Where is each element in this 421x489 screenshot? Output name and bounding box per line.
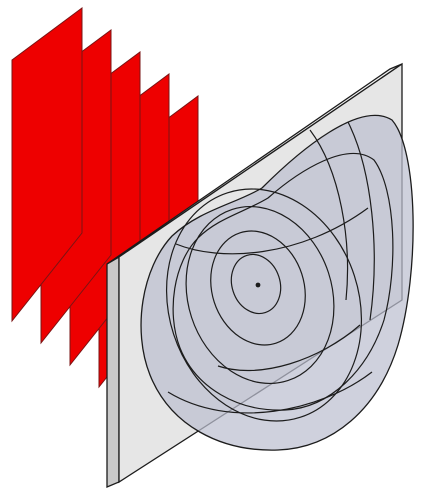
screen-side bbox=[107, 257, 119, 487]
aperture-point bbox=[256, 283, 261, 288]
